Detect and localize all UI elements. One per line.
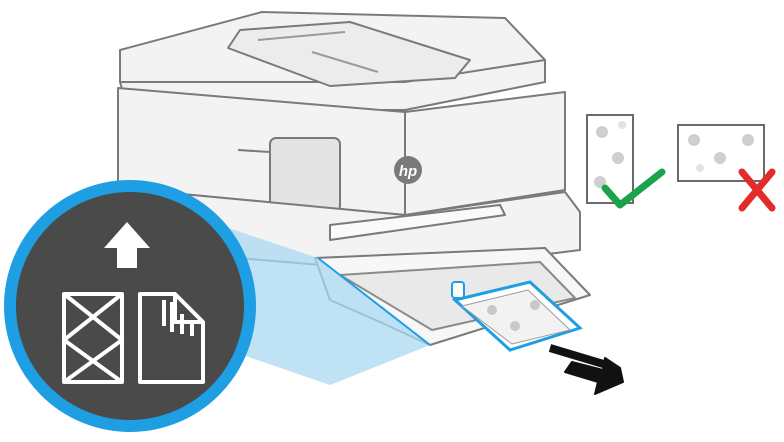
paper-icon <box>138 292 205 384</box>
output-tray <box>329 204 506 241</box>
hp-logo-text: hp <box>399 163 417 180</box>
control-panel <box>269 137 341 213</box>
x-mark-icon <box>738 168 776 212</box>
zoom-callout <box>4 180 256 432</box>
checkmark-icon <box>601 168 666 209</box>
orientation-landscape-example <box>677 124 776 212</box>
arrow-up-icon <box>104 222 150 268</box>
paper-width-guide <box>451 281 465 299</box>
envelope-icon <box>62 292 124 384</box>
orientation-portrait-example <box>586 114 666 209</box>
paper-stack <box>451 280 583 352</box>
hp-logo-icon: hp <box>394 156 422 184</box>
